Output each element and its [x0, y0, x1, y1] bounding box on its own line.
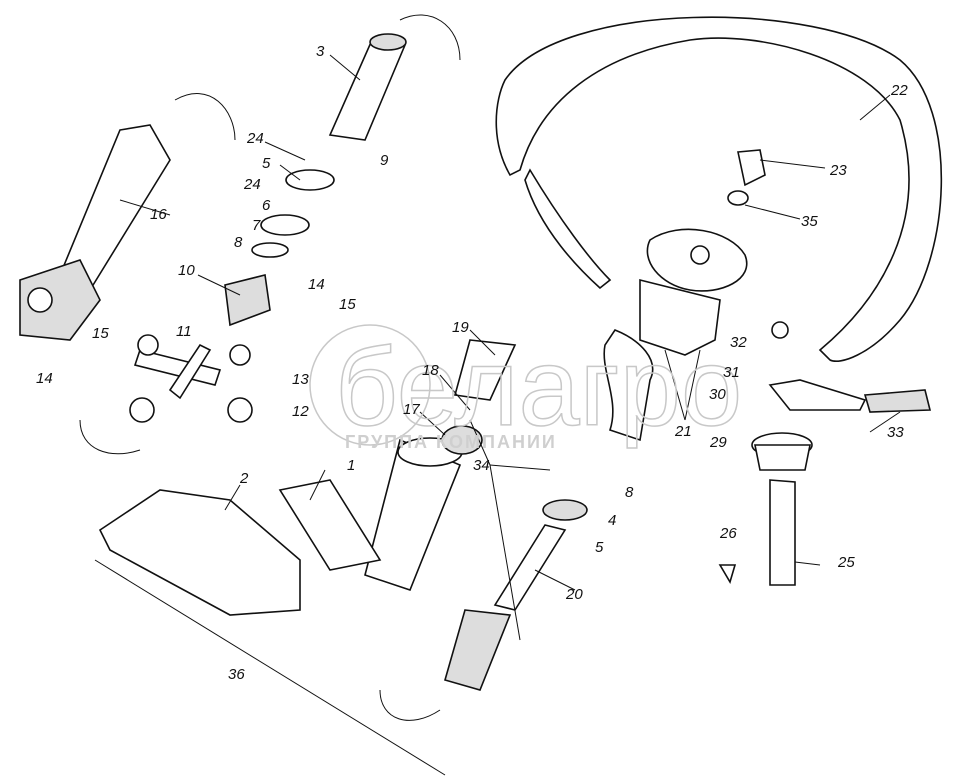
callout-21: 21: [674, 423, 692, 440]
callout-31: 31: [723, 364, 740, 381]
callout-1: 1: [347, 457, 355, 474]
callout-32: 32: [730, 334, 747, 351]
leader-lines: [119, 54, 901, 641]
callout-15b: 15: [92, 325, 109, 342]
callout-11: 11: [176, 323, 192, 340]
watermark-brand: белагро: [335, 326, 742, 449]
steering-shaft: [444, 499, 588, 691]
callout-36: 36: [228, 666, 245, 683]
callout-2: 2: [239, 470, 249, 487]
steering-column-tube: [98, 339, 517, 616]
callout-6: 6: [262, 197, 271, 214]
callout-34: 34: [473, 457, 490, 474]
callout-23: 23: [829, 162, 847, 179]
steering-wheel: [495, 16, 943, 442]
tilt-lever-and-switch: [718, 321, 932, 586]
callout-29: 29: [709, 434, 727, 451]
callout-16: 16: [150, 206, 167, 223]
callout-30: 30: [709, 386, 726, 403]
callout-22: 22: [890, 82, 908, 99]
watermark-subtitle: ГРУППА КОМПАНИИ: [345, 432, 557, 452]
spline-sleeve: [224, 33, 407, 327]
callout-25: 25: [837, 554, 855, 571]
watermark-logo-icon: [309, 324, 431, 446]
callout-24b: 24: [243, 176, 261, 193]
callout-19: 19: [452, 319, 469, 336]
universal-joint-cross: [129, 334, 253, 423]
callout-8: 8: [234, 234, 243, 251]
callout-15: 15: [339, 296, 356, 313]
callout-14: 14: [308, 276, 325, 293]
callout-labels: 1 2 3 4 5 5 6 7 8 8 9 10 11 12 13 14 14 …: [36, 43, 908, 683]
watermark: белагро ГРУППА КОМПАНИИ: [309, 324, 743, 452]
callout-14b: 14: [36, 370, 53, 387]
callout-3: 3: [316, 43, 325, 60]
intermediate-shaft: [19, 124, 171, 341]
callout-13: 13: [292, 371, 309, 388]
rotation-arrows: [79, 14, 461, 721]
callout-5b: 5: [595, 539, 604, 556]
callout-12: 12: [292, 403, 309, 420]
callout-18: 18: [422, 362, 439, 379]
callout-9: 9: [380, 152, 389, 169]
callout-7: 7: [252, 217, 261, 234]
callout-20: 20: [565, 586, 583, 603]
callout-35: 35: [801, 213, 818, 230]
callout-24: 24: [246, 130, 264, 147]
callout-26: 26: [719, 525, 737, 542]
callout-10: 10: [178, 262, 195, 279]
dimension-line: [94, 559, 446, 776]
callout-5: 5: [262, 155, 271, 172]
callout-8b: 8: [625, 484, 634, 501]
callout-17: 17: [403, 401, 420, 418]
callout-4: 4: [608, 512, 616, 529]
callout-33: 33: [887, 424, 904, 441]
